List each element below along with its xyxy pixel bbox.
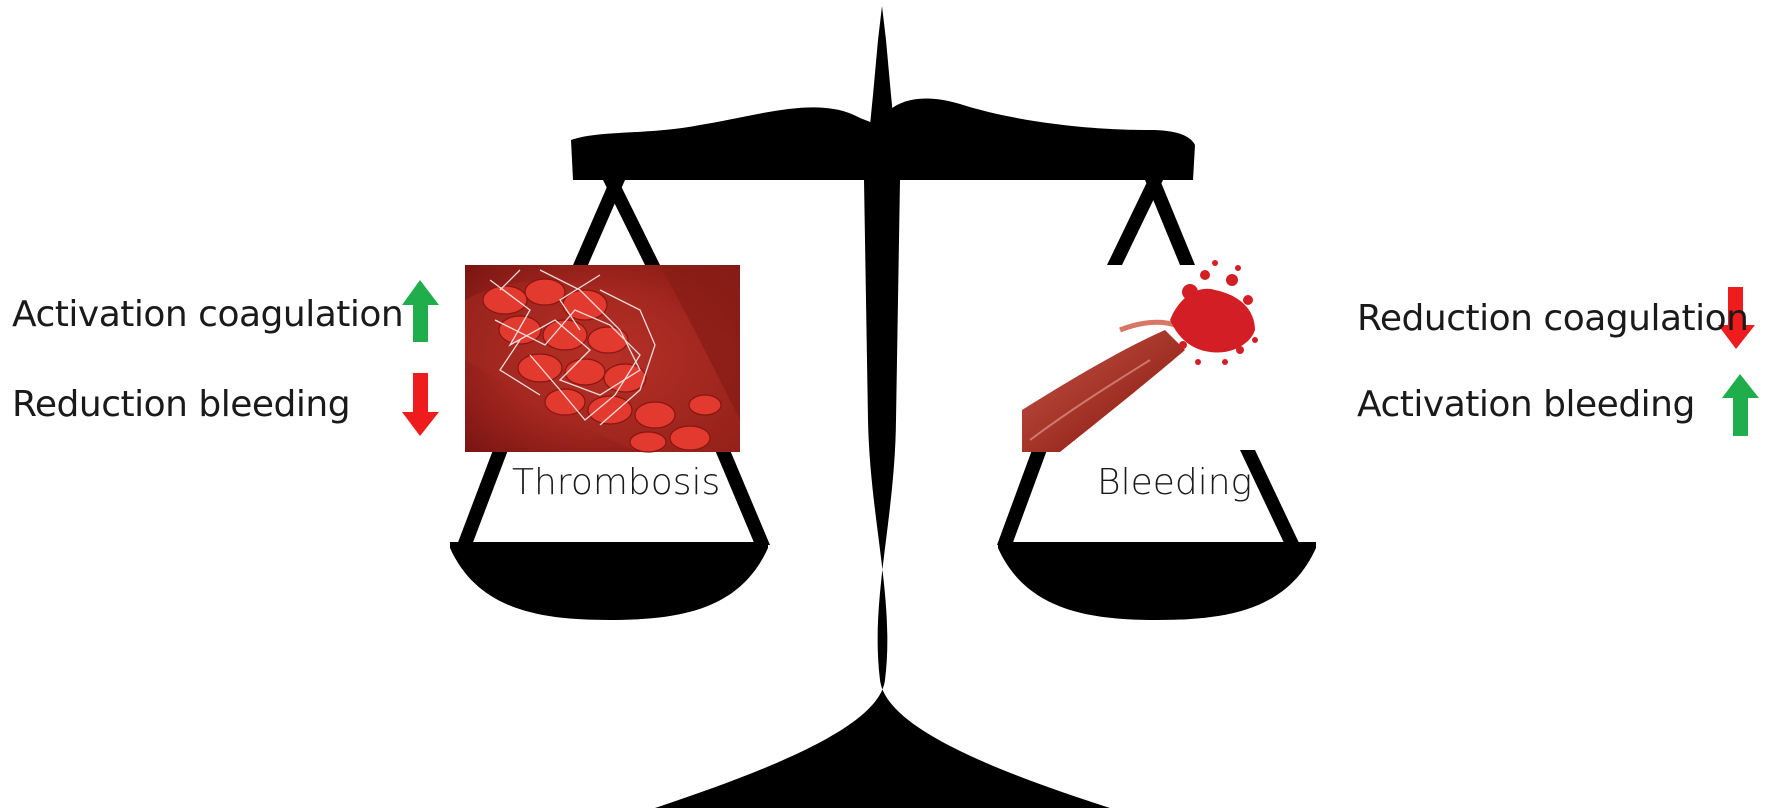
up-arrow-icon-right — [1722, 374, 1759, 436]
left-item-1-label: Activation coagulation — [12, 294, 403, 335]
right-item-2-label: Activation bleeding — [1357, 384, 1695, 425]
thrombosis-label: Thrombosis — [512, 462, 720, 503]
down-arrow-icon-left — [402, 373, 439, 436]
left-hanger-2 — [603, 180, 660, 265]
thrombosis-image — [465, 265, 740, 452]
right-pan — [998, 542, 1316, 620]
left-item-2-label: Reduction bleeding — [12, 384, 350, 425]
left-pan — [450, 542, 768, 620]
bleeding-image — [1022, 260, 1258, 452]
scale-spire — [870, 6, 894, 125]
up-arrow-icon-left — [402, 280, 439, 342]
bleeding-label: Bleeding — [1097, 462, 1252, 503]
right-item-1-label: Reduction coagulation — [1357, 298, 1748, 339]
